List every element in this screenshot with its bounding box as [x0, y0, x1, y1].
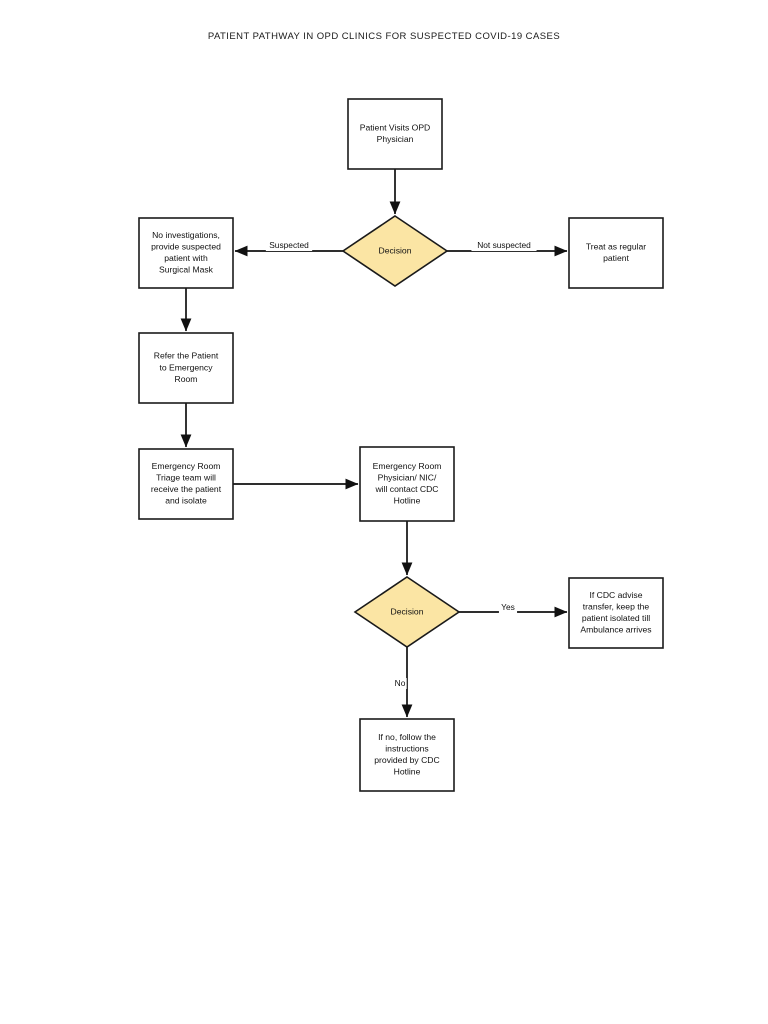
node-label-line: Triage team will [156, 472, 216, 482]
decision-diamond[interactable] [341, 215, 449, 287]
edge-label: Not suspected [477, 240, 531, 250]
edge-label-backdrop [498, 602, 518, 613]
node-label-line: Decision [391, 606, 424, 616]
node-label-line: Surgical Mask [159, 265, 214, 275]
flow-edge: Yes [459, 602, 568, 618]
node-label-line: If CDC advise [589, 590, 642, 600]
edge-label: Suspected [269, 240, 309, 250]
node-label-line: and isolate [165, 496, 207, 506]
node-label-line: Room [175, 374, 198, 384]
node-label-line: transfer, keep the [583, 601, 650, 611]
node-label-line: patient with [164, 253, 208, 263]
process-box[interactable] [138, 217, 234, 289]
node-label-line: patient isolated till [582, 613, 650, 623]
process-box[interactable] [138, 332, 234, 404]
flow-node-regular_patient[interactable]: Treat as regular patient [568, 217, 664, 289]
node-label-line: Emergency Room [373, 461, 442, 471]
flow-node-decision1[interactable]: Decision [341, 215, 449, 287]
node-label-line: patient [603, 253, 629, 263]
node-label-line: Hotline [394, 496, 421, 506]
process-box[interactable] [347, 98, 443, 170]
node-label-line: to Emergency [159, 362, 213, 372]
process-box[interactable] [138, 448, 234, 520]
node-label-line: Refer the Patient [154, 351, 219, 361]
flow-edge: No [393, 647, 413, 718]
node-label-line: Physician/ NIC/ [378, 472, 437, 482]
node-label-line: Decision [379, 245, 412, 255]
edge-label-backdrop [471, 240, 537, 251]
edge-label: Yes [501, 602, 515, 612]
node-label-line: Ambulance arrives [580, 625, 651, 635]
node-label-line: Emergency Room [152, 461, 221, 471]
node-label-line: No investigations, [152, 230, 220, 240]
process-box[interactable] [359, 718, 455, 792]
process-box[interactable] [568, 217, 664, 289]
flow-node-decision2[interactable]: Decision [353, 576, 461, 648]
node-label-line: provided by CDC [374, 755, 439, 765]
process-box[interactable] [568, 577, 664, 649]
decision-diamond[interactable] [353, 576, 461, 648]
edge-label-backdrop [265, 240, 313, 251]
node-label-line: receive the patient [151, 484, 222, 494]
flow-edge: Suspected [234, 240, 343, 257]
flow-node-suspected_mask[interactable]: No investigations,provide suspected patie… [138, 217, 234, 289]
edge-label-backdrop [393, 678, 407, 689]
node-label-line: Patient Visits OPD [360, 122, 431, 132]
node-label-line: Hotline [394, 767, 421, 777]
flow-node-start[interactable]: Patient Visits OPD Physician [347, 98, 443, 170]
node-label-line: If no, follow the [378, 732, 436, 742]
node-label-line: instructions [385, 743, 428, 753]
process-box[interactable] [359, 446, 455, 522]
node-label-line: Physician [377, 134, 414, 144]
node-label-line: provide suspected [151, 241, 221, 251]
node-label-line: will contact CDC [374, 484, 438, 494]
flow-edge: Not suspected [447, 240, 568, 257]
page-title: PATIENT PATHWAY IN OPD CLINICS FOR SUSPE… [207, 31, 561, 42]
node-label-line: Treat as regular [586, 241, 646, 251]
edge-label: No [395, 678, 406, 688]
